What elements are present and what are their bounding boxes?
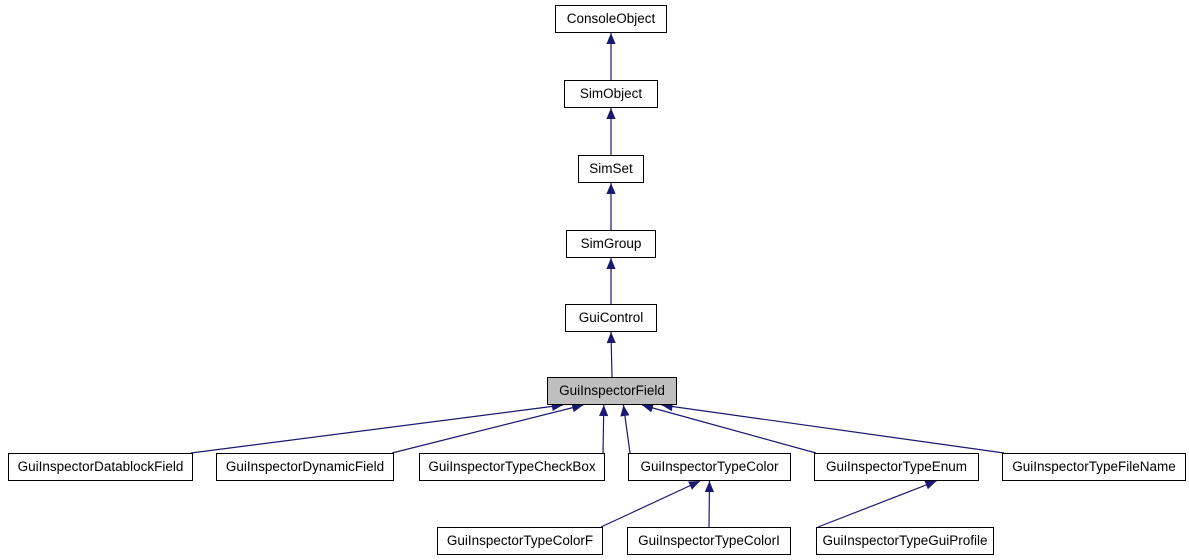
class-node-label: GuiInspectorTypeColorF [446,533,594,549]
inheritance-arrowhead-GuiInspectorTypeColorI-to-GuiInspectorTypeColor [704,481,714,493]
inheritance-arrowhead-SimSet-to-SimObject [606,108,616,119]
inheritance-arrowhead-GuiInspectorTypeGuiProfile-to-GuiInspectorTypeEnum [924,480,937,490]
inheritance-arrowhead-GuiInspectorTypeCheckBox-to-GuiInspectorField [599,405,609,417]
inheritance-edge-GuiInspectorDatablockField-to-GuiInspectorField [190,404,564,454]
class-node-label: GuiInspectorTypeColor [640,459,779,475]
class-node-GuiInspectorTypeColorF[interactable]: GuiInspectorTypeColorF [437,527,603,555]
class-node-GuiInspectorTypeColorI[interactable]: GuiInspectorTypeColorI [627,527,791,555]
inheritance-edge-GuiInspectorTypeColor-to-GuiInspectorField [622,404,631,454]
class-node-label: ConsoleObject [566,11,656,27]
inheritance-edge-GuiInspectorDynamicField-to-GuiInspectorField [391,404,584,454]
class-node-label: GuiControl [578,310,644,326]
class-node-GuiInspectorDatablockField[interactable]: GuiInspectorDatablockField [8,453,193,481]
class-node-label: GuiInspectorField [559,383,665,399]
inheritance-edge-GuiInspectorField-to-GuiControl [610,331,613,378]
class-node-ConsoleObject[interactable]: ConsoleObject [555,5,667,33]
class-node-GuiInspectorTypeEnum[interactable]: GuiInspectorTypeEnum [814,453,979,481]
class-node-GuiInspectorField[interactable]: GuiInspectorField [547,377,677,405]
class-node-label: GuiInspectorTypeFileName [1012,459,1176,475]
inheritance-arrowhead-GuiControl-to-SimGroup [606,258,616,269]
inheritance-edge-GuiInspectorTypeColorF-to-GuiInspectorTypeColor [600,480,701,528]
inheritance-edge-GuiInspectorTypeGuiProfile-to-GuiInspectorTypeEnum [817,480,937,528]
inheritance-arrowhead-GuiInspectorField-to-GuiControl [606,332,616,344]
class-node-label: GuiInspectorTypeEnum [825,459,968,475]
class-node-label: SimObject [579,86,643,102]
class-node-label: GuiInspectorTypeColorI [638,533,780,549]
inheritance-edge-GuiInspectorTypeCheckBox-to-GuiInspectorField [602,404,605,454]
class-node-GuiInspectorTypeCheckBox[interactable]: GuiInspectorTypeCheckBox [419,453,605,481]
inheritance-edge-GuiInspectorTypeFileName-to-GuiInspectorField [661,404,1005,454]
class-node-label: SimGroup [580,236,642,252]
class-node-label: GuiInspectorDynamicField [225,459,385,475]
class-node-SimObject[interactable]: SimObject [564,80,658,108]
inheritance-arrowhead-GuiInspectorTypeColor-to-GuiInspectorField [620,405,630,417]
class-node-label: GuiInspectorTypeGuiProfile [822,533,988,549]
inheritance-edge-GuiInspectorTypeColorI-to-GuiInspectorTypeColor [708,480,711,528]
class-node-label: GuiInspectorTypeCheckBox [428,459,596,475]
inheritance-edge-GuiInspectorTypeEnum-to-GuiInspectorField [641,404,817,454]
inheritance-arrowhead-SimObject-to-ConsoleObject [606,33,616,44]
inheritance-arrowhead-GuiInspectorTypeColorF-to-GuiInspectorTypeColor [688,481,701,490]
class-node-GuiInspectorTypeFileName[interactable]: GuiInspectorTypeFileName [1002,453,1186,481]
class-node-SimSet[interactable]: SimSet [578,155,644,183]
class-node-label: GuiInspectorDatablockField [17,459,184,475]
class-node-GuiInspectorTypeColor[interactable]: GuiInspectorTypeColor [628,453,791,481]
class-node-SimGroup[interactable]: SimGroup [566,230,656,258]
class-node-label: SimSet [589,161,633,177]
class-node-GuiControl[interactable]: GuiControl [565,304,657,332]
inheritance-arrowhead-SimGroup-to-SimSet [606,183,616,194]
class-node-GuiInspectorTypeGuiProfile[interactable]: GuiInspectorTypeGuiProfile [816,527,994,555]
class-node-GuiInspectorDynamicField[interactable]: GuiInspectorDynamicField [216,453,394,481]
